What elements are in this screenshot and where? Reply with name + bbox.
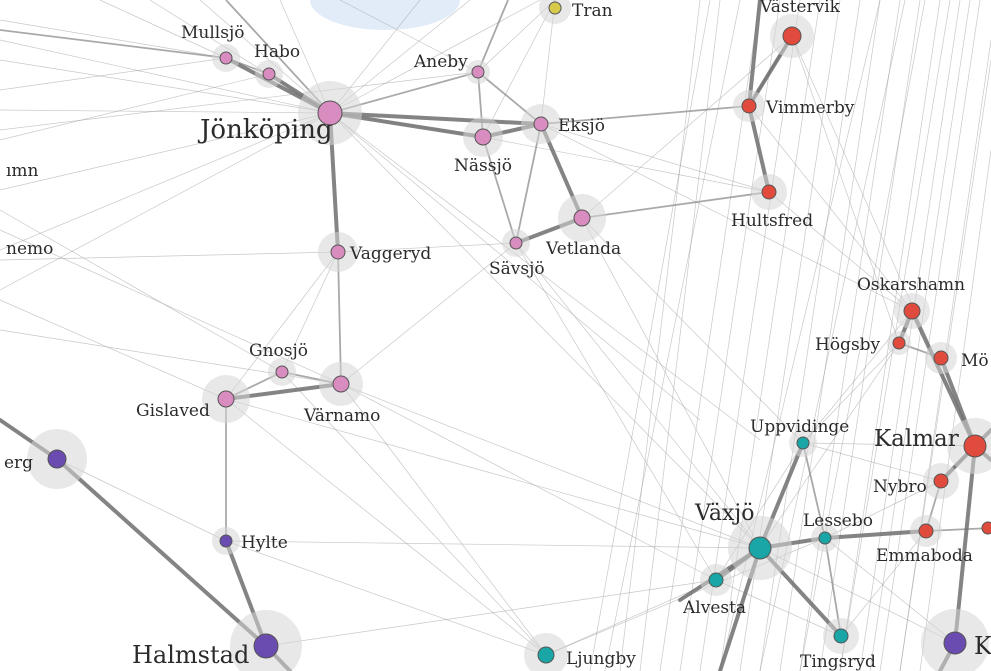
node-vetlanda[interactable] bbox=[573, 209, 591, 227]
label-vetlanda: Vetlanda bbox=[545, 239, 621, 259]
top-region-shape bbox=[310, 0, 460, 30]
node-mullsjo[interactable] bbox=[219, 51, 233, 65]
label-tranas: Tran bbox=[572, 1, 613, 21]
label-oskarshamn: Oskarshamn bbox=[857, 275, 965, 295]
node-jonkoping[interactable] bbox=[317, 100, 343, 126]
node-gislaved[interactable] bbox=[217, 390, 235, 408]
node-lessebo[interactable] bbox=[818, 531, 832, 545]
node-falkenberg[interactable] bbox=[47, 449, 67, 469]
label-kalmar: Kalmar bbox=[874, 426, 959, 452]
label-savsjo: Sävsjö bbox=[489, 259, 545, 279]
label-vaxjo: Växjö bbox=[694, 501, 754, 526]
node-habo[interactable] bbox=[262, 67, 276, 81]
label-gislaved: Gislaved bbox=[136, 401, 210, 421]
label-jonkoping: Jönköping bbox=[197, 115, 333, 145]
node-hultsfred[interactable] bbox=[761, 184, 777, 200]
node-eksjo[interactable] bbox=[533, 116, 549, 132]
node-monsteras[interactable] bbox=[933, 350, 949, 366]
label-vastervik: Västervik bbox=[759, 0, 841, 17]
node-halmstad[interactable] bbox=[253, 633, 279, 659]
node-uppvidinge[interactable] bbox=[796, 436, 810, 450]
node-karlskrona[interactable] bbox=[943, 631, 967, 655]
node-gnosjo[interactable] bbox=[275, 365, 289, 379]
label-gnosjo: Gnosjö bbox=[249, 341, 308, 361]
label-uppvidinge: Uppvidinge bbox=[750, 417, 849, 437]
label-eksjo: Eksjö bbox=[558, 116, 605, 136]
node-emmaboda[interactable] bbox=[918, 523, 934, 539]
label-hylte: Hylte bbox=[241, 533, 288, 553]
label-hultsfred: Hultsfred bbox=[731, 211, 813, 231]
node-kalmar[interactable] bbox=[963, 434, 987, 458]
label-nassjo: Nässjö bbox=[454, 156, 512, 176]
label-vimmerby: Vimmerby bbox=[765, 98, 855, 118]
label-hogsby: Högsby bbox=[815, 335, 881, 355]
label-alvesta: Alvesta bbox=[682, 598, 746, 618]
node-aneby[interactable] bbox=[471, 65, 485, 79]
label-mullsjo: Mullsjö bbox=[181, 23, 244, 43]
label-left-partial-2: nemo bbox=[6, 239, 53, 259]
node-vimmerby[interactable] bbox=[741, 98, 757, 114]
node-nybro[interactable] bbox=[933, 473, 949, 489]
node-tranas[interactable] bbox=[548, 1, 562, 15]
label-left-partial-1: ımn bbox=[6, 161, 39, 181]
node-hylte[interactable] bbox=[219, 534, 233, 548]
node-alvesta[interactable] bbox=[708, 572, 724, 588]
label-vaggeryd: Vaggeryd bbox=[349, 244, 431, 264]
node-torsas[interactable] bbox=[981, 521, 991, 535]
label-habo: Habo bbox=[254, 42, 300, 62]
label-emmaboda: Emmaboda bbox=[876, 546, 973, 566]
node-varnamo[interactable] bbox=[332, 375, 350, 393]
label-aneby: Aneby bbox=[413, 52, 468, 72]
label-monsteras: Mö bbox=[961, 351, 989, 371]
label-varnamo: Värnamo bbox=[303, 406, 380, 426]
label-tingsryd: Tingsryd bbox=[800, 652, 876, 671]
node-oskarshamn[interactable] bbox=[903, 302, 921, 320]
labels: Tran Västervik Mullsjö Habo Aneby Jönköp… bbox=[4, 0, 991, 671]
node-vaggeryd[interactable] bbox=[330, 244, 346, 260]
label-nybro: Nybro bbox=[873, 477, 927, 497]
label-karlskrona: K bbox=[974, 632, 991, 660]
node-ljungby[interactable] bbox=[537, 646, 555, 664]
node-tingsryd[interactable] bbox=[833, 628, 849, 644]
label-left-partial-3: erg bbox=[4, 453, 33, 473]
label-ljungby: Ljungby bbox=[566, 649, 636, 669]
node-vaxjo[interactable] bbox=[748, 536, 772, 560]
nodes bbox=[47, 1, 991, 664]
label-lessebo: Lessebo bbox=[803, 511, 873, 531]
node-savsjo[interactable] bbox=[509, 236, 523, 250]
node-nassjo[interactable] bbox=[474, 128, 492, 146]
label-halmstad: Halmstad bbox=[132, 641, 249, 669]
node-hogsby[interactable] bbox=[892, 336, 906, 350]
node-vastervik[interactable] bbox=[782, 26, 802, 46]
